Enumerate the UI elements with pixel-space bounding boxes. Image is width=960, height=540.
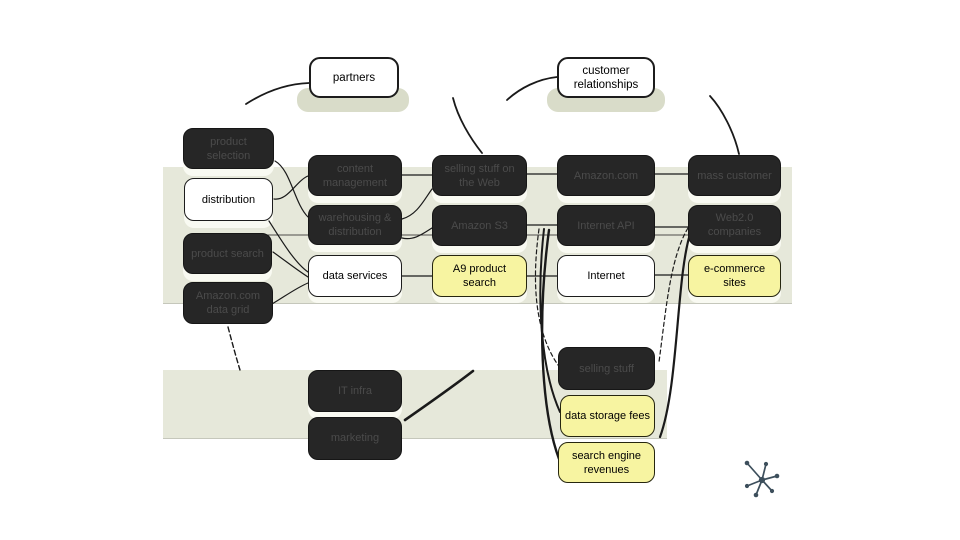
node-a9-product-search[interactable]: A9 product search [432,255,527,297]
node-data-services[interactable]: data services [308,255,402,297]
node-marketing[interactable]: marketing [308,417,402,460]
node-internet[interactable]: Internet [557,255,655,297]
curve-to-mass-customer [709,95,740,155]
node-it-infra[interactable]: IT infra [308,370,402,412]
node-search-engine-revenues[interactable]: search engine revenues [558,442,655,483]
node-product-selection[interactable]: product selection [183,128,274,169]
node-ecommerce-sites[interactable]: e-commerce sites [688,255,781,297]
node-internet-api[interactable]: Internet API [557,205,655,246]
node-content-management[interactable]: content management [308,155,402,196]
node-web20-companies[interactable]: Web2.0 companies [688,205,781,246]
node-customer-relationships[interactable]: customer relationships [557,57,655,98]
node-distribution[interactable]: distribution [184,178,273,221]
node-partners[interactable]: partners [309,57,399,98]
node-product-search[interactable]: product search [183,233,272,274]
molecule-icon [739,457,785,503]
node-amazon-data-grid[interactable]: Amazon.com data grid [183,282,273,324]
node-selling-stuff[interactable]: selling stuff [558,347,655,390]
node-selling-stuff-web[interactable]: selling stuff on the Web [432,155,527,196]
node-amazon-s3[interactable]: Amazon S3 [432,205,527,246]
node-amazon-com[interactable]: Amazon.com [557,155,655,196]
node-warehousing-distribution[interactable]: warehousing & distribution [308,205,402,245]
curve-to-selling-stuff-web [452,97,483,154]
dashed-curve-data-grid [227,326,241,371]
node-data-storage-fees[interactable]: data storage fees [560,395,655,437]
node-mass-customer[interactable]: mass customer [688,155,781,196]
